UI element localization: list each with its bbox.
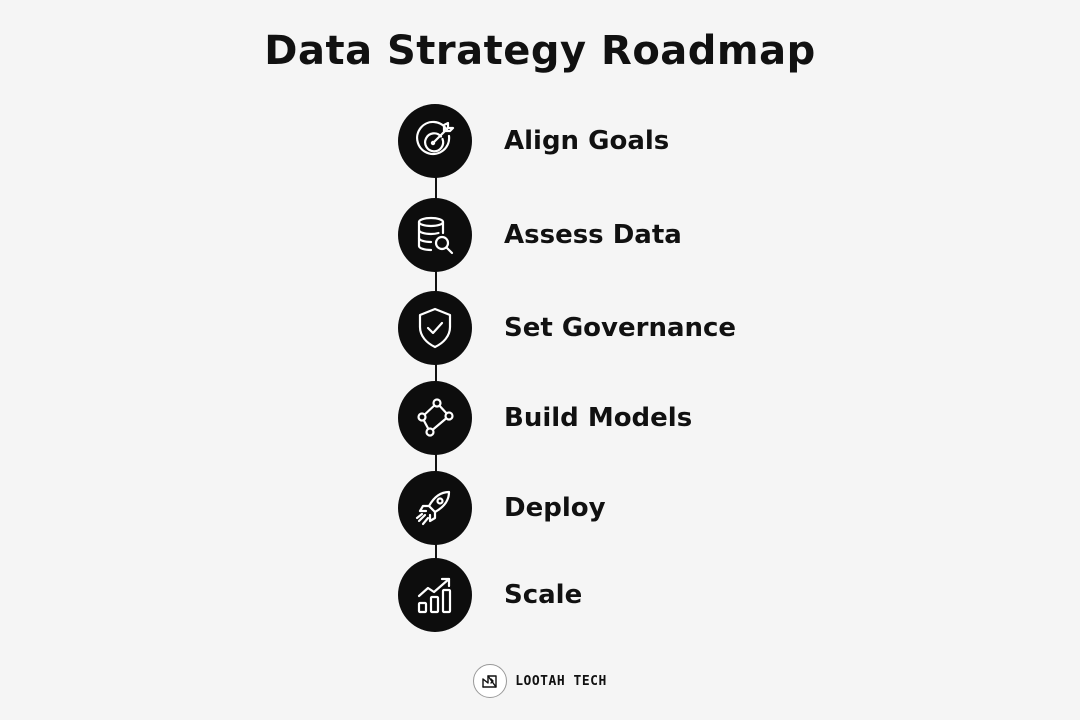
growth-chart-icon bbox=[417, 577, 452, 614]
lootah-logo-icon bbox=[473, 664, 508, 698]
step-circle bbox=[398, 558, 472, 632]
page-title: Data Strategy Roadmap bbox=[264, 28, 816, 74]
step-circle bbox=[398, 381, 472, 455]
step-label: Build Models bbox=[504, 403, 693, 433]
step-assess-data: Assess Data bbox=[398, 197, 682, 273]
step-align-goals: Align Goals bbox=[398, 103, 669, 179]
step-label: Deploy bbox=[504, 493, 606, 523]
step-label: Assess Data bbox=[504, 220, 682, 250]
step-circle bbox=[398, 291, 472, 365]
footer-brand: LOOTAH TECH bbox=[0, 664, 1080, 698]
step-circle bbox=[398, 471, 472, 545]
database-search-icon bbox=[417, 216, 454, 255]
step-deploy: Deploy bbox=[398, 470, 606, 546]
network-nodes-icon bbox=[417, 398, 454, 437]
timeline-connector bbox=[435, 140, 437, 596]
step-set-governance: Set Governance bbox=[398, 290, 736, 366]
step-label: Align Goals bbox=[504, 126, 670, 156]
step-circle bbox=[398, 198, 472, 272]
step-circle bbox=[398, 104, 472, 178]
target-icon bbox=[416, 120, 455, 156]
rocket-icon bbox=[415, 490, 451, 526]
step-build-models: Build Models bbox=[398, 380, 692, 456]
brand-name: LOOTAH TECH bbox=[515, 673, 607, 689]
step-label: Scale bbox=[504, 580, 583, 610]
shield-check-icon bbox=[418, 307, 452, 349]
step-scale: Scale bbox=[398, 557, 582, 633]
step-label: Set Governance bbox=[504, 313, 737, 343]
